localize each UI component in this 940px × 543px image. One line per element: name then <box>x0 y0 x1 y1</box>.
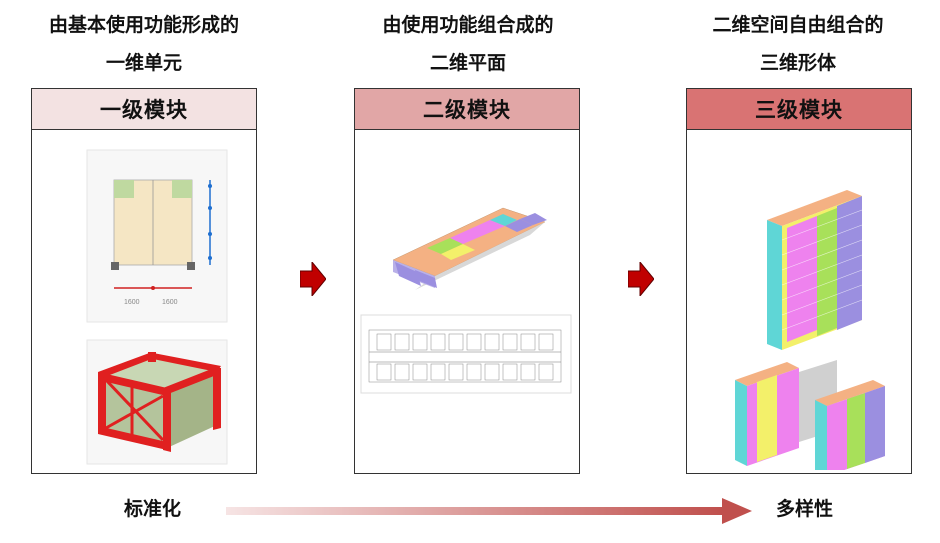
level-2-header: 二级模块 <box>355 89 579 130</box>
caption-level-2: 由使用功能组合成的 二维平面 <box>338 6 598 82</box>
level-2-module-panel: 二级模块 <box>354 88 580 474</box>
caption-line-2: 三维形体 <box>759 52 836 74</box>
unit-floor-plan-image: 1600 1600 <box>86 149 228 465</box>
level-1-module-panel: 一级模块 1600 1600 <box>31 88 257 474</box>
building-mass-image <box>735 190 885 470</box>
caption-level-3: 二维空间自由组合的 三维形体 <box>668 6 928 82</box>
left-label: 标准化 <box>124 498 182 520</box>
caption-line-2: 二维平面 <box>429 52 506 74</box>
plan-dim-right: 1600 <box>162 299 178 306</box>
floor-plate-image <box>360 207 572 394</box>
caption-level-1: 由基本使用功能形成的 一维单元 <box>14 6 274 82</box>
right-label: 多样性 <box>776 498 834 520</box>
caption-line-1: 二维空间自由组合的 <box>712 14 884 36</box>
flow-arrow-2 <box>628 262 654 296</box>
flow-arrow-1 <box>300 262 326 296</box>
level-3-header: 三级模块 <box>687 89 911 130</box>
caption-line-1: 由基本使用功能形成的 <box>48 14 239 36</box>
caption-line-1: 由使用功能组合成的 <box>382 14 554 36</box>
level-3-module-panel: 三级模块 <box>686 88 912 474</box>
plan-dim-left: 1600 <box>124 299 140 306</box>
gradient-arrow <box>226 498 752 524</box>
level-1-header: 一级模块 <box>32 89 256 130</box>
caption-line-2: 一维单元 <box>105 52 182 74</box>
